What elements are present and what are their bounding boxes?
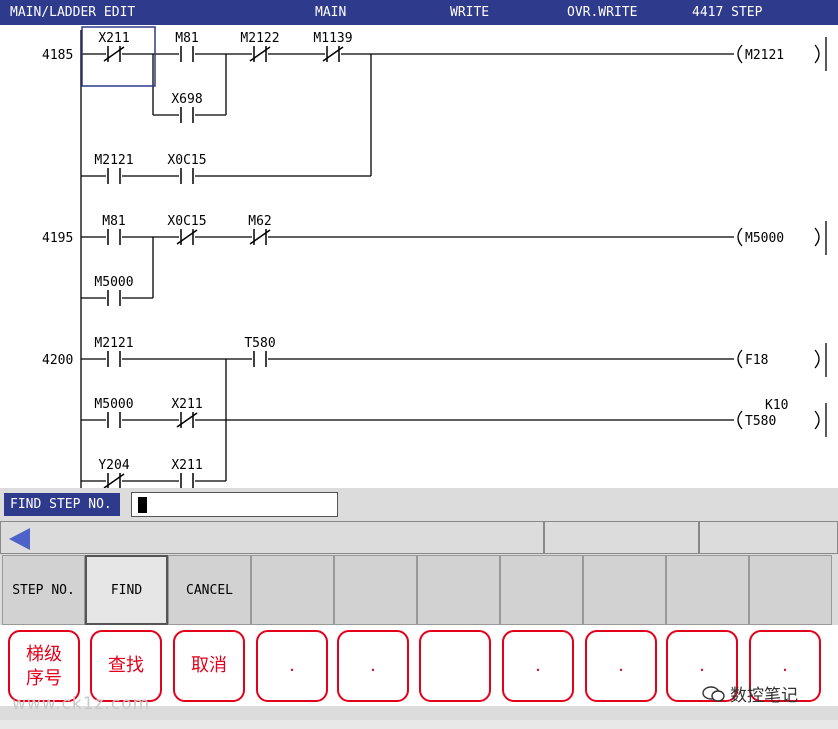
annotation-blank <box>419 630 491 702</box>
ladder-wiring <box>80 30 827 488</box>
contact-label: X698 <box>171 92 202 107</box>
softkey-blank[interactable] <box>417 555 500 625</box>
softkey-cancel[interactable]: CANCEL <box>168 555 251 625</box>
step-count: 4417 STEP <box>692 5 763 20</box>
nc-contact[interactable]: X211 <box>171 397 203 428</box>
chat-bubble-icon <box>702 685 725 702</box>
coil-label: M2121 <box>745 48 784 63</box>
contact-label: M2122 <box>240 31 279 46</box>
timer-constant: K10 <box>765 398 788 413</box>
annotation-find: 查找 <box>90 630 162 702</box>
nc-contact[interactable]: X211 <box>98 31 130 62</box>
nc-contact[interactable]: Y204 <box>98 458 130 488</box>
brand-name: 数控笔记 <box>730 686 798 706</box>
text-cursor <box>138 497 147 513</box>
softkey-step-no[interactable]: STEP NO. <box>2 555 85 625</box>
step-numbers: 4185 4195 4200 <box>42 48 73 368</box>
contact-label: T580 <box>244 336 275 351</box>
contact-label: M2121 <box>94 153 133 168</box>
annotation-blank: . <box>337 630 409 702</box>
softkey-blank[interactable] <box>500 555 583 625</box>
contact-label: M81 <box>175 31 198 46</box>
contact-label: M5000 <box>94 397 133 412</box>
contact-label: M62 <box>248 214 271 229</box>
softkey-blank[interactable] <box>666 555 749 625</box>
message-cell <box>699 521 838 554</box>
no-contact[interactable]: M2121 <box>94 336 134 367</box>
contact-label: M1139 <box>313 31 352 46</box>
title-bar: MAIN/LADDER EDIT MAIN WRITE OVR.WRITE 44… <box>0 0 838 25</box>
contact-label: M81 <box>102 214 125 229</box>
no-contact[interactable]: X0C15 <box>167 153 207 184</box>
softkey-find[interactable]: FIND <box>85 555 168 625</box>
nc-contact[interactable]: X0C15 <box>167 214 207 245</box>
find-step-input[interactable] <box>131 492 338 517</box>
contact-label: M2121 <box>94 336 133 351</box>
step-number: 4195 <box>42 231 73 246</box>
program-label: MAIN <box>315 5 347 20</box>
no-contact[interactable]: X698 <box>171 92 203 123</box>
annotation-blank: . <box>502 630 574 702</box>
coil-label: F18 <box>745 353 768 368</box>
contact-label: X211 <box>171 397 202 412</box>
message-cell <box>544 521 699 554</box>
softkey-blank[interactable] <box>583 555 666 625</box>
no-contact[interactable]: M2121 <box>94 153 134 184</box>
no-contact[interactable]: X211 <box>171 458 203 488</box>
contact-label: X0C15 <box>167 153 206 168</box>
nc-contact[interactable]: M1139 <box>313 31 353 62</box>
nc-contact[interactable]: M62 <box>248 214 272 245</box>
message-bar <box>0 521 838 555</box>
contact-label: M5000 <box>94 275 133 290</box>
softkey-blank[interactable] <box>334 555 417 625</box>
coil-label: M5000 <box>745 231 784 246</box>
watermark: www.ck1z.com <box>12 694 151 714</box>
find-bar: FIND STEP NO. <box>0 490 838 520</box>
no-contact[interactable]: T580 <box>244 336 276 367</box>
mode-label: MAIN/LADDER EDIT <box>10 5 136 20</box>
annotation-row: 梯级 序号 查找 取消 . . . . . . <box>0 625 838 706</box>
step-number: 4200 <box>42 353 73 368</box>
annotation-step-no: 梯级 序号 <box>8 630 80 702</box>
nc-contact[interactable]: M2122 <box>240 31 280 62</box>
no-contact[interactable]: M81 <box>102 214 126 245</box>
softkey-blank[interactable] <box>251 555 334 625</box>
coil-label: T580 <box>745 414 776 429</box>
no-contact[interactable]: M5000 <box>94 397 134 428</box>
contact-label: Y204 <box>98 458 129 473</box>
annotation-blank: . <box>749 630 821 702</box>
find-step-label: FIND STEP NO. <box>4 493 120 516</box>
coils[interactable]: M2121 M5000 F18 K10 T580 <box>737 44 820 430</box>
ovr-write-label: OVR.WRITE <box>567 5 638 20</box>
annotation-blank: . <box>256 630 328 702</box>
brand-logo: 数控笔记 <box>702 681 798 706</box>
no-contact[interactable]: M81 <box>175 31 199 62</box>
contact-label: X0C15 <box>167 214 206 229</box>
contact-label: X211 <box>98 31 129 46</box>
step-number: 4185 <box>42 48 73 63</box>
left-arrow-icon[interactable] <box>5 524 35 554</box>
write-label: WRITE <box>450 5 490 20</box>
annotation-blank: . <box>585 630 657 702</box>
contact-label: X211 <box>171 458 202 473</box>
annotation-cancel: 取消 <box>173 630 245 702</box>
softkey-bar: STEP NO. FIND CANCEL <box>0 555 838 625</box>
message-area <box>0 521 544 554</box>
annotation-blank: . <box>666 630 738 702</box>
cursor-box <box>81 26 156 87</box>
footer-strip <box>0 720 838 729</box>
softkey-blank[interactable] <box>749 555 832 625</box>
no-contact[interactable]: M5000 <box>94 275 134 306</box>
